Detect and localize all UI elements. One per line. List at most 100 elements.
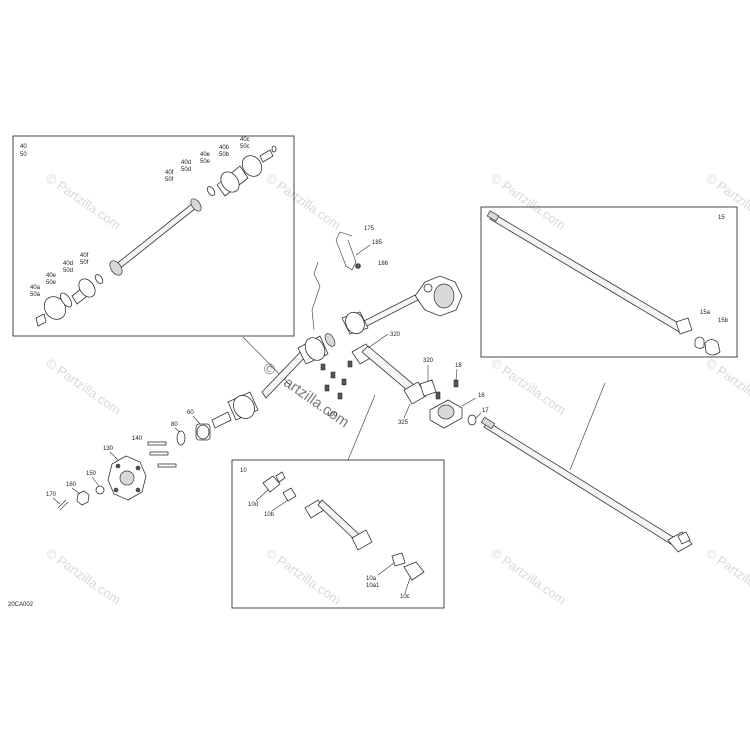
prop-shaft-10-end2 [351, 529, 373, 551]
callout-40a: 40a [30, 285, 41, 291]
rear-prop-shaft [483, 421, 679, 547]
callout-40b: 40b [219, 145, 230, 151]
detail-box-2 [480, 206, 738, 358]
callout-80: 80 [171, 422, 178, 428]
callout-18: 18 [455, 363, 462, 369]
bolt-186 [355, 263, 361, 269]
watermark: © Partzilla.com [43, 170, 123, 233]
axle-shaft [114, 202, 197, 271]
inner-cv-housing [241, 155, 263, 177]
seal-ring [59, 292, 73, 308]
callout-100: 100 [327, 412, 338, 418]
callout-50a: 50a [30, 292, 41, 298]
prop-shaft-spline [486, 210, 500, 222]
stud-140 [149, 451, 169, 456]
ujoint-10b [282, 487, 297, 502]
spline-lower [109, 260, 123, 276]
stud-140 [157, 463, 177, 468]
watermark: © Partzilla.com [43, 545, 123, 608]
callout-50f: 50f [80, 260, 89, 266]
main-stub [211, 411, 232, 429]
callout-140: 140 [132, 436, 143, 442]
callout-40f: 40f [80, 253, 89, 259]
watermark: © Partzilla.com [703, 545, 750, 608]
callout-320-top: 320 [390, 332, 401, 338]
leader-170 [52, 497, 61, 505]
detail-box-prop-shaft: 10 10d 10b 10a 10a1 10c [231, 459, 445, 609]
spline-upper [190, 198, 202, 212]
carrier-bearing-ring [437, 404, 455, 420]
callout-10a: 10a [366, 576, 377, 582]
hub-bolt-hole [135, 487, 141, 493]
leader-60 [192, 415, 201, 425]
callout-10c: 10c [400, 594, 410, 600]
callout-50b: 50b [219, 152, 230, 158]
yoke-10c [403, 561, 425, 581]
main-boot-lower-ring [233, 395, 255, 419]
callout-40d-top: 40d [181, 160, 191, 166]
diff-flange [433, 283, 455, 309]
ring-17 [467, 414, 477, 426]
callout-50d-top: 50d [181, 167, 191, 173]
callout-17: 17 [482, 408, 489, 414]
callout-10d: 10d [248, 502, 258, 508]
callout-10a1: 10a1 [366, 583, 380, 589]
callout-325: 325 [398, 420, 409, 426]
leader-10a [377, 562, 395, 576]
washer-150 [95, 485, 105, 495]
callout-40e: 40e [46, 273, 57, 279]
callout-40d: 40d [63, 261, 73, 267]
detail-box-3 [231, 459, 445, 609]
bolt-18 [435, 391, 441, 400]
watermark: © Partzilla.com [488, 545, 568, 608]
main-assembly: 175 185 186 100 [46, 226, 693, 553]
bearing-60-face [196, 424, 210, 440]
callout-50e: 50e [46, 280, 57, 286]
leader-80 [174, 427, 181, 433]
prop-shaft-15 [489, 213, 686, 334]
stud-140 [147, 441, 167, 446]
hose-175 [311, 261, 321, 331]
callout-160: 160 [66, 482, 77, 488]
watermark: © Partzilla.com [703, 170, 750, 233]
bolt-100 [341, 378, 347, 386]
main-boot-upper-ring [345, 311, 365, 335]
yoke-10a [391, 552, 406, 567]
watermark: © Partzilla.com [263, 545, 343, 608]
callout-40c: 40c [240, 137, 250, 143]
watermark: © Partzilla.com [703, 355, 750, 418]
bolt-100 [324, 384, 330, 392]
callout-170: 170 [46, 492, 57, 498]
yoke-10d [262, 475, 281, 493]
wheel-hub-center [119, 470, 135, 486]
yoke-15b-inner [694, 336, 705, 349]
watermark: © Partzilla.com [488, 355, 568, 418]
callout-50d: 50d [63, 268, 73, 274]
outer-cv-joint [35, 313, 47, 327]
bolt-100 [330, 371, 336, 379]
clamp-lower [94, 274, 104, 284]
cotter-pin-170 [57, 499, 69, 511]
callout-40: 40 [20, 144, 27, 150]
hub-bolt-hole [135, 465, 141, 471]
callout-16: 16 [478, 393, 485, 399]
main-boot-mid-ring [304, 337, 326, 361]
callout-15a: 15a [700, 310, 711, 316]
boot-upper-ring [220, 171, 240, 193]
box2-leader [569, 382, 606, 471]
leader-10c [404, 577, 411, 594]
callout-10b: 10b [264, 512, 275, 518]
inner-stub [259, 149, 274, 163]
callout-50c: 50c [240, 144, 250, 150]
stud-group-140: 140 [132, 436, 177, 468]
detail-box-front-shaft: 40 50 40c 50c 40b 50b 40e 50e 40d 50d 40… [12, 135, 295, 337]
leader-325 [403, 403, 411, 419]
hub-bolt-hole [113, 487, 119, 493]
hub-bolt-hole [115, 463, 121, 469]
nut-160 [76, 490, 90, 506]
diagram-code: 20CA002 [8, 602, 34, 608]
watermark: © Partzilla.com [43, 355, 123, 418]
front-axle-shaft-upper [361, 294, 419, 328]
ring-80 [176, 430, 186, 446]
callout-40f-top: 40f [165, 170, 174, 176]
